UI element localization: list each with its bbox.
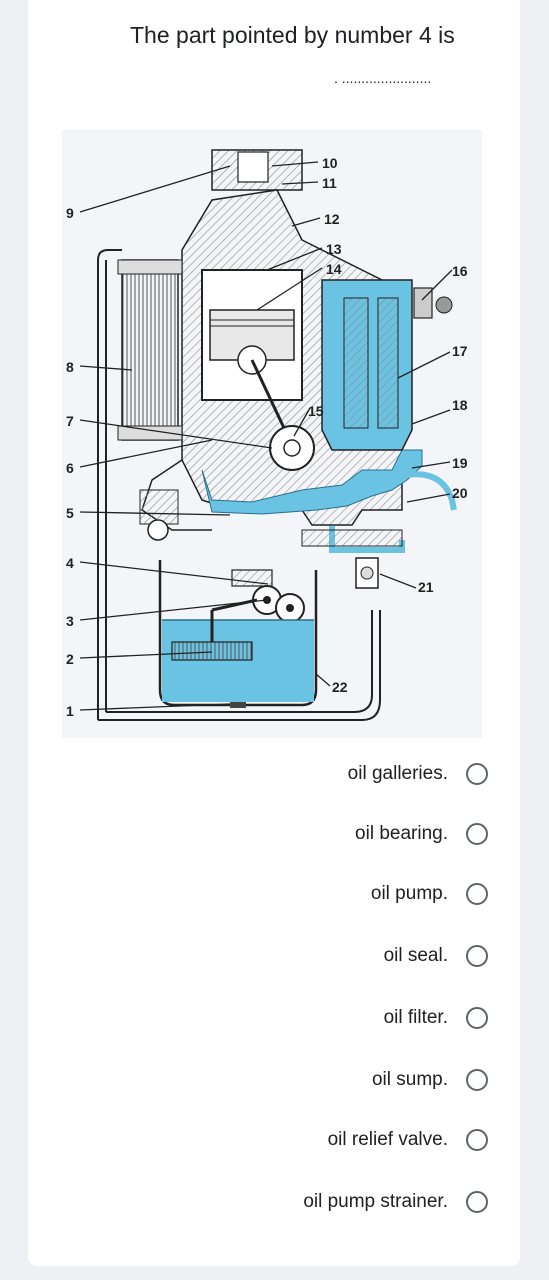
pressure-gauge-fitting (413, 287, 433, 319)
oil-radiator (121, 259, 179, 441)
radio-button[interactable] (466, 1069, 488, 1091)
radiator-top-tank (117, 259, 183, 275)
radiator-bottom-tank (117, 425, 183, 441)
radio-button[interactable] (466, 1191, 488, 1213)
label-22: 22 (332, 679, 348, 695)
label-3: 3 (66, 613, 74, 629)
label-19: 19 (452, 455, 468, 471)
label-16: 16 (452, 263, 468, 279)
label-20: 20 (452, 485, 468, 501)
label-1: 1 (66, 703, 74, 719)
rocker-cover (237, 151, 269, 183)
radio-button[interactable] (466, 763, 488, 785)
label-18: 18 (452, 397, 468, 413)
option-oil-pump-strainer[interactable]: oil pump strainer. (303, 1182, 488, 1222)
option-label: oil galleries. (347, 763, 448, 784)
filter-element-2 (377, 297, 399, 429)
leader-lines (79, 161, 453, 711)
option-oil-filter[interactable]: oil filter. (384, 998, 488, 1038)
pump-housing (231, 569, 273, 587)
option-oil-galleries[interactable]: oil galleries. (348, 754, 488, 794)
oil-pump-strainer (171, 641, 253, 661)
label-12: 12 (324, 211, 340, 227)
timing-pulley (147, 519, 169, 541)
label-7: 7 (66, 413, 74, 429)
label-10: 10 (322, 155, 338, 171)
option-oil-pump[interactable]: oil pump. (371, 874, 488, 914)
oil-gallery-main (201, 449, 423, 515)
option-oil-relief-valve[interactable]: oil relief valve. (328, 1120, 488, 1160)
label-6: 6 (66, 460, 74, 476)
front-cover (139, 489, 179, 525)
radio-button[interactable] (466, 1129, 488, 1151)
option-oil-bearing[interactable]: oil bearing. (355, 814, 488, 854)
radio-button[interactable] (466, 945, 488, 967)
drain-plug (230, 702, 246, 708)
option-label: oil seal. (383, 945, 448, 966)
engine-lubrication-diagram: 1 2 3 4 5 6 7 8 9 10 11 12 13 14 15 16 1… (62, 130, 482, 738)
label-13: 13 (326, 241, 342, 257)
option-label: oil pump strainer. (303, 1191, 448, 1212)
answer-blank: . ....................... (334, 70, 432, 86)
label-15: 15 (308, 403, 324, 419)
option-oil-sump[interactable]: oil sump. (372, 1060, 488, 1100)
return-pipe-bottom (98, 610, 381, 721)
radio-button[interactable] (466, 823, 488, 845)
radio-button[interactable] (466, 1007, 488, 1029)
label-9: 9 (66, 205, 74, 221)
label-2: 2 (66, 651, 74, 667)
option-label: oil relief valve. (327, 1129, 448, 1150)
filter-element (343, 297, 369, 429)
option-label: oil pump. (370, 883, 448, 904)
option-oil-seal[interactable]: oil seal. (384, 936, 488, 976)
label-21: 21 (418, 579, 434, 595)
option-label: oil sump. (371, 1069, 448, 1090)
pressure-gauge-icon (435, 296, 453, 314)
question-title: The part pointed by number 4 is (130, 22, 455, 48)
label-5: 5 (66, 505, 74, 521)
option-label: oil bearing. (355, 823, 448, 844)
oil-in-sump (162, 620, 314, 702)
radio-button[interactable] (466, 883, 488, 905)
label-17: 17 (452, 343, 468, 359)
option-label: oil filter. (383, 1007, 448, 1028)
label-4: 4 (66, 555, 74, 571)
oil-line-right (406, 471, 457, 511)
label-8: 8 (66, 359, 74, 375)
valve-body (301, 529, 403, 547)
label-11: 11 (322, 175, 337, 191)
label-14: 14 (326, 261, 342, 277)
